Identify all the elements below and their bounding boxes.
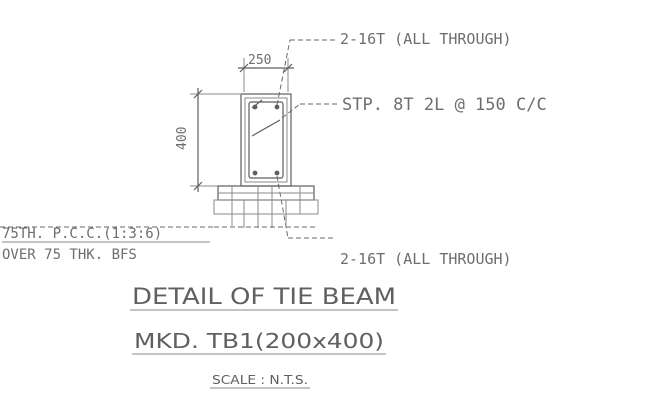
base-note-line1: 75TH. P.C.C.(1:3:6) [2, 226, 162, 242]
pcc-base [0, 185, 319, 228]
beam-section [240, 93, 292, 187]
width-dimension: 250 [238, 53, 294, 92]
base-note-line2: OVER 75 THK. BFS [2, 247, 137, 263]
drawing-scale: SCALE : N.T.S. [212, 373, 308, 387]
top-bars-label: 2-16T (ALL THROUGH) [340, 30, 512, 48]
bottom-bar-left [252, 170, 258, 176]
title-block: DETAIL OF TIE BEAM MKD. TB1(200x400) SCA… [130, 285, 398, 389]
width-dimension-label: 250 [248, 53, 271, 68]
top-bar-left [252, 104, 258, 110]
height-dimension: 400 [175, 88, 240, 192]
height-dimension-label: 400 [175, 127, 190, 150]
bottom-bars-label: 2-16T (ALL THROUGH) [340, 250, 512, 268]
bottom-bar-right [274, 170, 280, 176]
drawing-title: DETAIL OF TIE BEAM [132, 285, 396, 310]
top-bar-right [274, 104, 280, 110]
drawing-subtitle: MKD. TB1(200x400) [134, 329, 384, 353]
stirrups-label: STP. 8T 2L @ 150 C/C [342, 95, 547, 115]
